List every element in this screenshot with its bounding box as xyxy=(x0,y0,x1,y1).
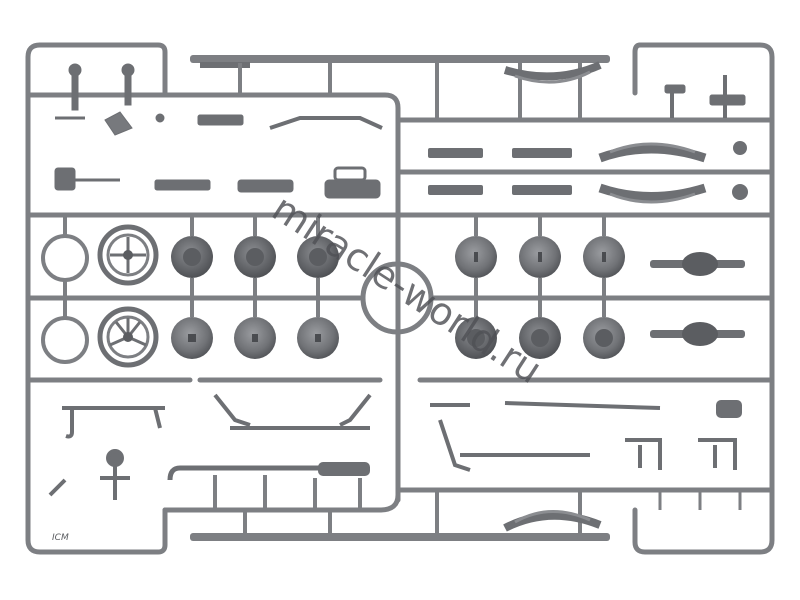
small-parts-top-left xyxy=(55,63,383,136)
leaf-spring-3 xyxy=(598,142,707,163)
drum-4 xyxy=(455,236,497,278)
small-parts-row-2 xyxy=(54,166,381,199)
drum-8 xyxy=(234,317,276,359)
center-ring xyxy=(360,261,434,335)
drum-10 xyxy=(455,317,497,359)
small-parts-top-right xyxy=(664,75,746,118)
drum-2 xyxy=(234,236,276,278)
drum-1 xyxy=(171,236,213,278)
exhaust-pipe xyxy=(167,462,370,510)
drum-6 xyxy=(583,236,625,278)
wheel-gates xyxy=(63,215,606,318)
drum-11 xyxy=(519,317,561,359)
brake-drums-row-2 xyxy=(171,317,625,359)
brake-drums-row-1 xyxy=(171,236,625,278)
axle-1 xyxy=(650,252,745,276)
drum-12 xyxy=(583,317,625,359)
wheel-rim-2 xyxy=(41,316,89,364)
brackets-right xyxy=(428,141,748,200)
lower-center-parts xyxy=(430,400,742,472)
leaf-spring-2 xyxy=(503,510,602,532)
lower-right-gates xyxy=(658,490,742,510)
lower-left-parts xyxy=(48,393,372,500)
bottom-rail-part xyxy=(190,490,610,541)
spoked-wheel-2 xyxy=(97,306,159,368)
leaf-spring-1 xyxy=(503,61,602,84)
axle-2 xyxy=(650,322,745,346)
drum-7 xyxy=(171,317,213,359)
sprue-frame xyxy=(25,42,775,555)
leaf-spring-4 xyxy=(598,183,707,204)
top-rail-part xyxy=(190,55,610,120)
sprue-marking: ICM xyxy=(52,533,69,543)
drum-3 xyxy=(297,236,339,278)
drum-5 xyxy=(519,236,561,278)
spoked-wheel-1 xyxy=(97,224,159,286)
drum-9 xyxy=(297,317,339,359)
wheel-rim-1 xyxy=(41,234,89,282)
